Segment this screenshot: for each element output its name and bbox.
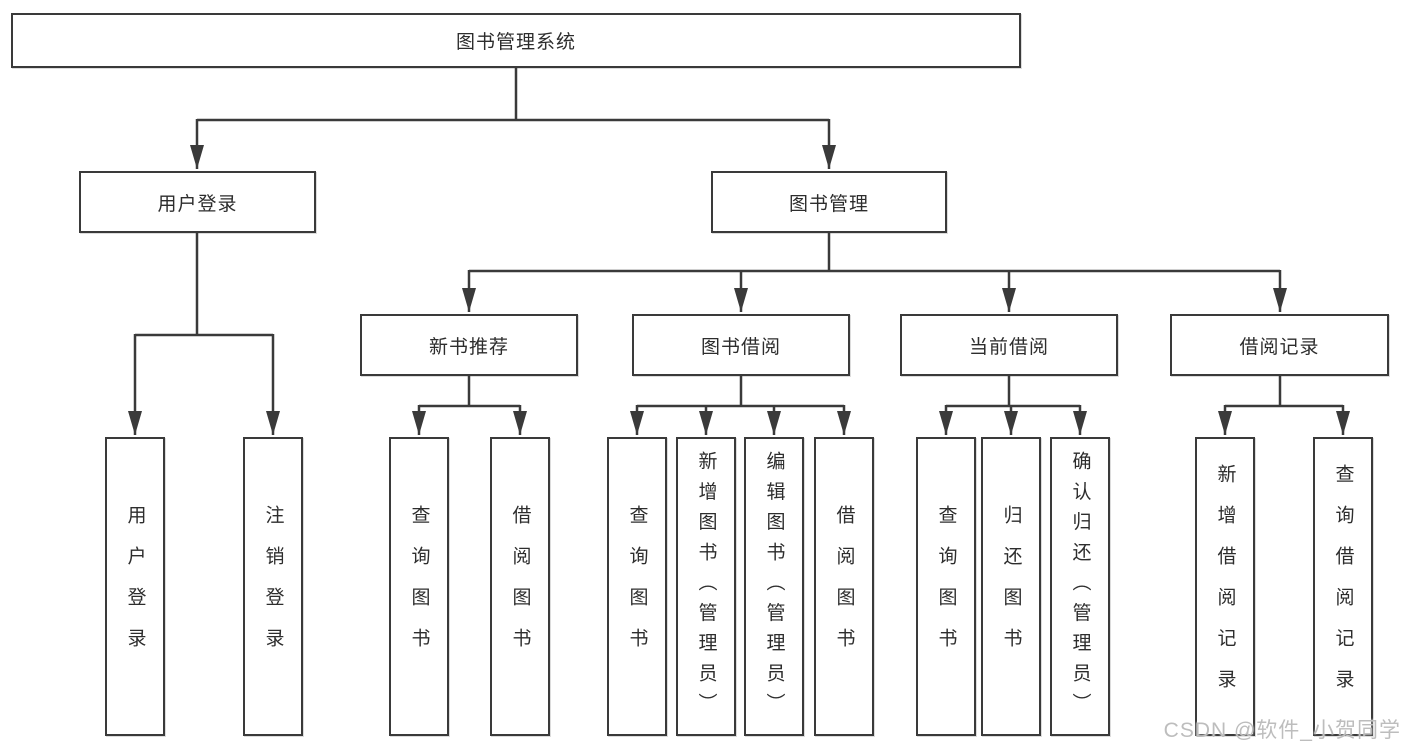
node-borrow-records: 借阅记录 (1170, 314, 1389, 376)
node-label: 图书借阅 (700, 336, 781, 358)
node-user-login-leaf: 用户登录 (105, 437, 165, 736)
edges-borrow-records (1218, 376, 1350, 435)
edges-user-login (128, 233, 280, 435)
node-label: 用户登录 (124, 504, 146, 669)
node-query-books-recommend: 查询图书 (389, 437, 449, 736)
node-label: 注销登录 (262, 504, 284, 669)
node-label: 查询借阅记录 (1332, 463, 1354, 710)
node-new-book-recommend: 新书推荐 (360, 314, 578, 376)
edges-root (190, 68, 836, 169)
node-query-books-current: 查询图书 (916, 437, 976, 736)
node-label: 借阅图书 (833, 504, 855, 669)
node-label: 新增图书（管理员） (695, 450, 717, 723)
node-query-borrow-record: 查询借阅记录 (1313, 437, 1373, 736)
node-add-borrow-record: 新增借阅记录 (1195, 437, 1255, 736)
node-book-borrow: 图书借阅 (632, 314, 850, 376)
edges-book-management (462, 233, 1287, 312)
node-label: 查询图书 (935, 504, 957, 669)
node-label: 编辑图书（管理员） (763, 450, 785, 723)
node-label: 新书推荐 (428, 336, 509, 358)
node-label: 借阅图书 (509, 504, 531, 669)
node-label: 图书管理 (788, 193, 869, 215)
node-query-books-borrow: 查询图书 (607, 437, 667, 736)
node-edit-book-admin: 编辑图书（管理员） (744, 437, 804, 736)
edges-new-book-recommend (412, 376, 527, 435)
node-label: 新增借阅记录 (1214, 463, 1236, 710)
node-label: 当前借阅 (968, 336, 1049, 358)
node-library-management-system: 图书管理系统 (11, 13, 1021, 68)
node-return-book: 归还图书 (981, 437, 1041, 736)
node-label: 查询图书 (408, 504, 430, 669)
node-label: 借阅记录 (1239, 336, 1320, 358)
node-label: 归还图书 (1000, 504, 1022, 669)
node-add-book-admin: 新增图书（管理员） (676, 437, 736, 736)
node-borrow-books-leaf: 借阅图书 (814, 437, 874, 736)
node-logout: 注销登录 (243, 437, 303, 736)
node-borrow-books-recommend: 借阅图书 (490, 437, 550, 736)
node-label: 确认归还（管理员） (1069, 450, 1091, 723)
watermark-text: CSDN @软件_小贺同学 (1163, 719, 1401, 742)
node-book-management: 图书管理 (711, 171, 947, 233)
node-confirm-return-admin: 确认归还（管理员） (1050, 437, 1110, 736)
node-label: 图书管理系统 (455, 32, 576, 53)
node-label: 查询图书 (626, 504, 648, 669)
node-current-borrow: 当前借阅 (900, 314, 1118, 376)
edges-book-borrow (630, 376, 851, 435)
node-user-login: 用户登录 (79, 171, 316, 233)
edges-current-borrow (939, 376, 1087, 435)
node-label: 用户登录 (157, 193, 238, 215)
